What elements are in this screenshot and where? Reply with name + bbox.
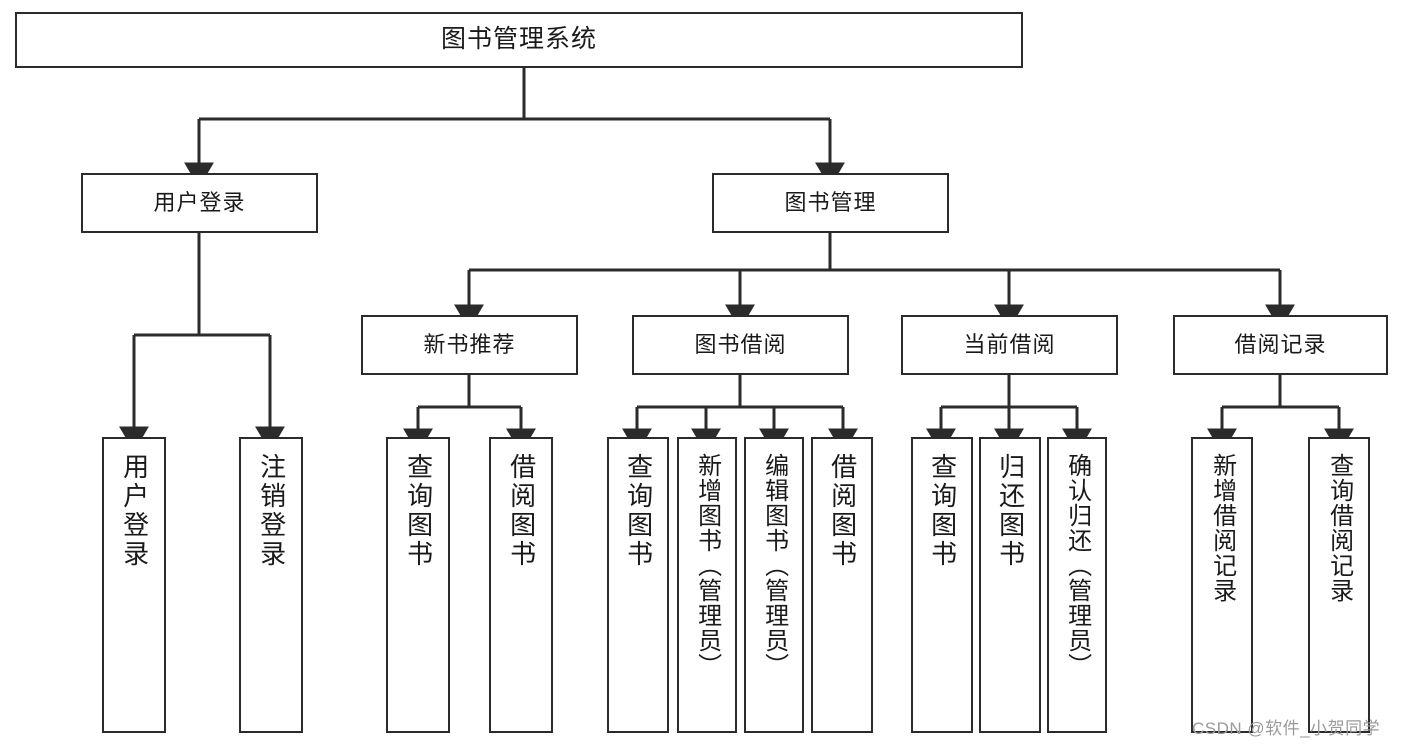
node-rec-query-record[interactable]: 查询借阅记录 [1308, 437, 1370, 733]
node-borrow-edit-book-label: 编辑图书（管理员） [760, 453, 788, 678]
node-root[interactable]: 图书管理系统 [15, 12, 1023, 68]
node-book-manage[interactable]: 图书管理 [712, 173, 949, 233]
node-user-logout[interactable]: 注销登录 [239, 437, 303, 733]
node-new-book-recommend-label: 新书推荐 [423, 332, 516, 358]
csdn-watermark: CSDN @软件_小贺同学 [1192, 719, 1381, 738]
node-rec-add-record-label: 新增借阅记录 [1208, 453, 1236, 603]
node-rec-borrow-book[interactable]: 借阅图书 [489, 437, 553, 733]
node-rec-borrow-book-label: 借阅图书 [506, 453, 537, 569]
node-rec-add-record[interactable]: 新增借阅记录 [1191, 437, 1253, 733]
node-borrow-record-label: 借阅记录 [1234, 332, 1327, 358]
node-cur-return-book-label: 归还图书 [995, 453, 1026, 569]
node-root-label: 图书管理系统 [440, 25, 597, 54]
node-rec-query-book-label: 查询图书 [403, 453, 434, 569]
node-borrow-borrow-book[interactable]: 借阅图书 [811, 437, 873, 733]
node-book-manage-label: 图书管理 [784, 190, 877, 216]
node-rec-query-book[interactable]: 查询图书 [386, 437, 450, 733]
node-user-login-do[interactable]: 用户登录 [102, 437, 166, 733]
node-borrow-add-book-label: 新增图书（管理员） [693, 453, 721, 678]
node-user-login-label: 用户登录 [153, 190, 246, 216]
node-cur-query-book-label: 查询图书 [927, 453, 958, 569]
node-cur-query-book[interactable]: 查询图书 [911, 437, 973, 733]
node-borrow-query-book[interactable]: 查询图书 [607, 437, 669, 733]
node-cur-return-book[interactable]: 归还图书 [979, 437, 1041, 733]
node-borrow-edit-book[interactable]: 编辑图书（管理员） [744, 437, 804, 733]
node-borrow-borrow-book-label: 借阅图书 [827, 453, 858, 569]
node-borrow-query-book-label: 查询图书 [623, 453, 654, 569]
node-current-borrow-label: 当前借阅 [963, 332, 1056, 358]
node-user-login[interactable]: 用户登录 [81, 173, 318, 233]
node-book-borrow-label: 图书借阅 [694, 332, 787, 358]
node-cur-confirm-return[interactable]: 确认归还（管理员） [1047, 437, 1107, 733]
node-new-book-recommend[interactable]: 新书推荐 [361, 315, 578, 375]
node-book-borrow[interactable]: 图书借阅 [632, 315, 849, 375]
node-borrow-record[interactable]: 借阅记录 [1173, 315, 1388, 375]
node-borrow-add-book[interactable]: 新增图书（管理员） [677, 437, 737, 733]
node-user-login-do-label: 用户登录 [119, 453, 150, 569]
node-cur-confirm-return-label: 确认归还（管理员） [1063, 453, 1091, 678]
node-current-borrow[interactable]: 当前借阅 [901, 315, 1118, 375]
node-user-logout-label: 注销登录 [256, 453, 287, 569]
node-rec-query-record-label: 查询借阅记录 [1325, 453, 1353, 603]
